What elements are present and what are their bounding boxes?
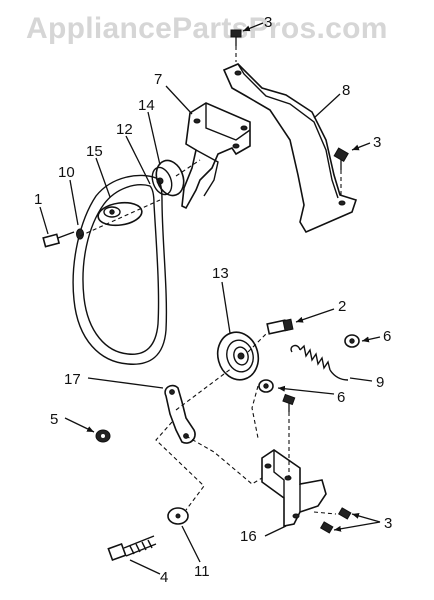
part-15-drive-pulley <box>97 201 143 227</box>
part-3-screw-lower-b <box>319 521 334 534</box>
part-14-idler-pulley <box>151 159 185 197</box>
part-2-shoulder-bolt <box>266 318 294 335</box>
callout-3-right: 3 <box>373 134 381 151</box>
callout-11: 11 <box>194 563 210 580</box>
callout-numbers: 3 7 8 14 12 3 15 10 1 13 2 6 9 17 6 5 16… <box>34 14 392 586</box>
watermark-text: AppliancePartsPros.com <box>26 12 388 45</box>
callout-6-top: 6 <box>383 328 391 345</box>
callout-6-bottom: 6 <box>337 389 345 406</box>
callout-1: 1 <box>34 191 42 208</box>
callout-4: 4 <box>160 569 168 586</box>
callout-16: 16 <box>240 528 257 545</box>
callout-8: 8 <box>342 82 350 99</box>
callout-10: 10 <box>58 164 75 181</box>
part-6-nut-top <box>344 334 360 348</box>
callout-3-bottom: 3 <box>384 515 392 532</box>
callout-14: 14 <box>138 97 155 114</box>
part-12-drive-belt <box>72 174 168 365</box>
assembly-axes <box>79 46 342 515</box>
callout-13: 13 <box>212 265 229 282</box>
callout-5: 5 <box>50 411 58 428</box>
part-6-nut-bottom <box>258 379 274 393</box>
callout-15: 15 <box>86 143 103 160</box>
part-1-bolt <box>42 231 75 248</box>
leader-lines <box>39 22 381 575</box>
part-17-idler-arm <box>164 384 196 444</box>
part-13-idler-pulley <box>216 331 260 381</box>
part-3-screw-right <box>333 147 349 170</box>
callout-12: 12 <box>116 121 133 138</box>
callout-17: 17 <box>64 371 81 388</box>
part-7-idler-bracket <box>181 102 251 210</box>
part-5-nut <box>95 429 111 443</box>
part-3-screw-lower-left <box>282 393 296 412</box>
callout-2: 2 <box>338 298 346 315</box>
part-3-screw-lower-a <box>337 507 352 520</box>
callout-7: 7 <box>154 71 162 88</box>
part-9-spring <box>290 344 349 381</box>
part-11-washer <box>167 507 189 525</box>
part-16-lower-bracket <box>261 449 327 527</box>
part-10-washer <box>76 228 84 240</box>
part-4-carriage-bolt <box>107 535 157 562</box>
part-8-bracket-arm <box>222 63 358 234</box>
callout-3-top: 3 <box>264 14 272 31</box>
callout-9: 9 <box>376 374 384 391</box>
part-3-screw-top <box>230 29 242 46</box>
